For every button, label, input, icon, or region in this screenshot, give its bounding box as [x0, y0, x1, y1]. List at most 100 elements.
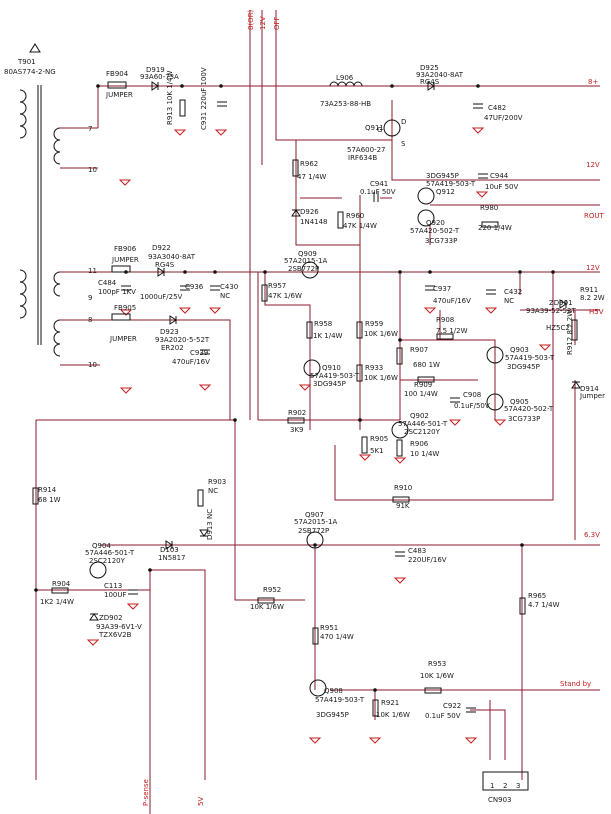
rail-label-right: Stand by: [560, 680, 591, 688]
component-ref: R906: [410, 440, 429, 448]
component-value: 57A446-501-T: [398, 420, 448, 428]
junction-dots: [34, 84, 555, 692]
component-value: 1000uF/25V: [140, 293, 183, 301]
component-ref: R957: [268, 282, 286, 290]
component-value: JUMPER: [111, 256, 139, 264]
transformer-part: 80AS774-2-NG: [4, 68, 56, 76]
component-ref: C483: [408, 547, 426, 555]
component-value: 0.1uF 50V: [360, 188, 396, 196]
component-ref: R914: [38, 486, 57, 494]
component-note: 3DG945P: [316, 711, 349, 719]
component-ref: R962: [300, 160, 318, 168]
component-note: ER202: [161, 344, 184, 352]
component-ref: C482: [488, 104, 506, 112]
component-value: 1K2 1/4W: [40, 598, 74, 606]
component-value: 3K9: [290, 426, 304, 434]
component-ref: C936: [185, 283, 204, 291]
component-value: JUMPER: [109, 335, 137, 343]
component-value: 1K 1/4W: [313, 332, 343, 340]
component-ref: R958: [314, 320, 332, 328]
transformer-ref: T901: [17, 58, 36, 66]
component-value: 5K1: [370, 447, 384, 455]
component-ref: C931 220uF 100V: [200, 67, 208, 130]
component-value: 1N4148: [300, 218, 328, 226]
component-note: RG4S: [155, 261, 175, 269]
component-ref: R911: [580, 286, 598, 294]
component-ref: ZD901: [549, 299, 573, 307]
component-symbols: [32, 81, 581, 791]
component-ref: R921: [381, 699, 399, 707]
component-ref: R965: [528, 592, 546, 600]
component-ref: C922: [443, 702, 461, 710]
component-value: 57A600-27: [347, 146, 386, 154]
component-value: 57A419-503-T: [426, 180, 476, 188]
component-note: 3DG945P: [507, 363, 540, 371]
pin-label: 7: [88, 125, 92, 133]
component-value: 47UF/200V: [484, 114, 523, 122]
component-ref: R959: [365, 320, 383, 328]
component-pin: D: [401, 118, 406, 126]
component-ref: D914: [580, 385, 599, 393]
component-note: 3DG945P: [426, 172, 459, 180]
component-pin: S: [401, 140, 406, 148]
rail-label-right: ROUT: [584, 212, 604, 220]
component-value: 10uF 50V: [485, 183, 519, 191]
component-ref: FB905: [114, 304, 136, 312]
rail-label-top: OFF: [273, 16, 281, 30]
pin-label: 10: [88, 166, 97, 174]
component-value: 68 1W: [38, 496, 61, 504]
pin-label: 11: [88, 267, 97, 275]
component-ref: R960: [346, 212, 364, 220]
component-value: 470 1/4W: [320, 633, 354, 641]
component-ref: Q909: [298, 250, 317, 258]
component-ref: Q902: [410, 412, 429, 420]
rail-label-bottom: P-sense: [142, 779, 150, 806]
component-note: IRF634B: [348, 154, 377, 162]
component-ref: R953: [428, 660, 446, 668]
component-note: 3CG733P: [425, 237, 457, 245]
component-value: 10K 1/6W: [364, 330, 398, 338]
component-value: 220 1/4W: [478, 224, 512, 232]
component-ref: R910: [394, 484, 412, 492]
rail-label-right: 12V: [586, 161, 600, 169]
component-value: NC: [504, 297, 514, 305]
ground-symbols: [86, 127, 552, 744]
component-note: 2SB772P: [298, 527, 329, 535]
component-note: RG4S: [420, 78, 440, 86]
component-value: 100pF 1KV: [98, 288, 136, 296]
component-ref: R909: [414, 381, 432, 389]
component-ref: C484: [98, 279, 117, 287]
component-ref: D925: [420, 64, 439, 72]
secondary-winding-11-9: [53, 271, 61, 297]
component-ref: Q912: [436, 188, 455, 196]
component-ref: D926: [300, 208, 319, 216]
rail-label-right: 8+: [588, 78, 598, 86]
component-ref: Q908: [324, 687, 343, 695]
component-note: 2SC2120Y: [404, 428, 441, 436]
component-ref: R905: [370, 435, 388, 443]
component-value: 57A419-503-T: [315, 696, 365, 704]
component-note: TZX6V2B: [98, 631, 132, 639]
component-value: 100UF: [104, 591, 127, 599]
component-value: 93A2040-8AT: [416, 71, 464, 79]
component-value: 680 1W: [413, 361, 440, 369]
rail-label-top: 8(OR): [247, 9, 255, 30]
component-ref: R980: [480, 204, 498, 212]
component-ref: R912 8.2 2W: [566, 310, 574, 355]
component-value: 57A419-503-T: [310, 372, 360, 380]
primary-winding-top: [19, 89, 27, 139]
component-pin: G: [377, 126, 382, 134]
component-value: 0.1uF 50V: [425, 712, 461, 720]
component-value: 93A3040-8AT: [148, 253, 196, 261]
component-value: 93A39-6V1-V: [96, 623, 142, 631]
component-note: 2SC2120Y: [89, 557, 126, 565]
component-ref: FB904: [106, 70, 129, 78]
component-ref: C908: [463, 391, 481, 399]
component-value: 73A253-88-HB: [320, 100, 371, 108]
connector-pin: 1: [490, 782, 494, 790]
component-value: 93A60-73A: [140, 73, 179, 81]
component-value: NC: [220, 292, 230, 300]
component-ref: C944: [490, 172, 509, 180]
component-value: 220UF/16V: [408, 556, 447, 564]
